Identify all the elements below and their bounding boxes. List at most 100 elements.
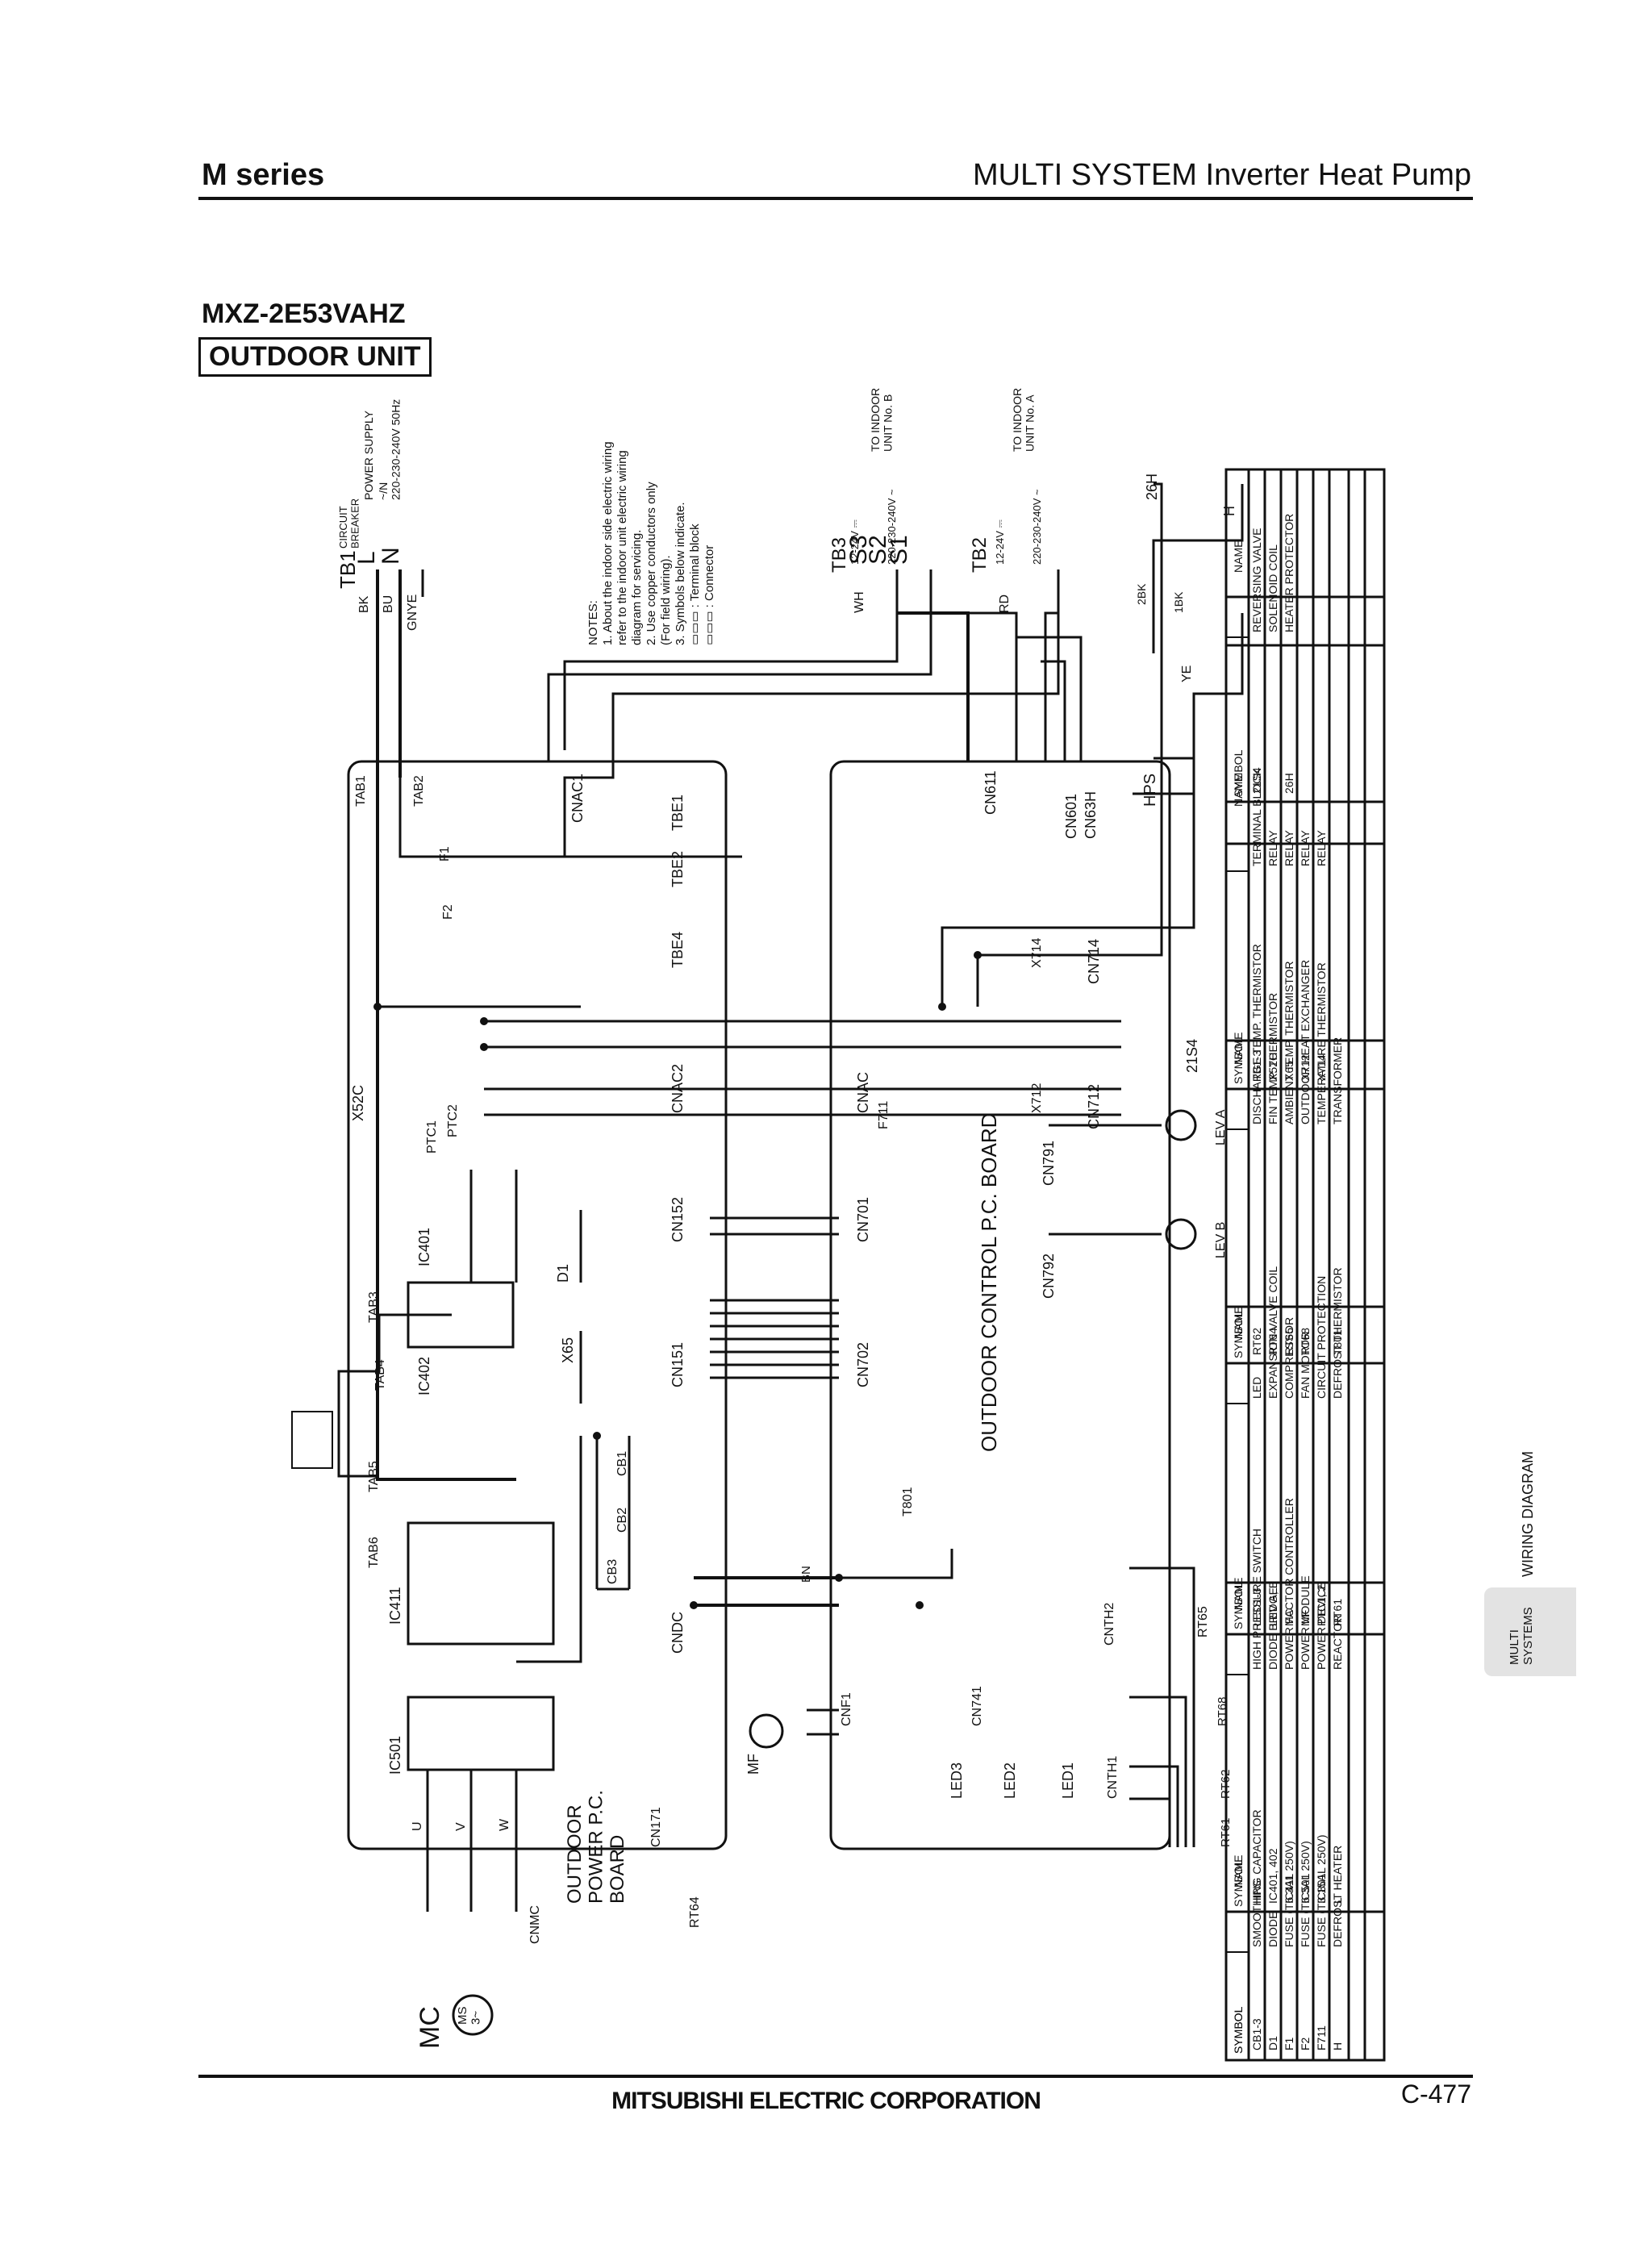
label-rt65: RT65 — [1196, 1606, 1210, 1637]
legend-name: POWER DEVICE — [1315, 1582, 1328, 1670]
note-line: 2. Use copper conductors only — [645, 482, 658, 645]
legend-name: HEATER PROTECTOR — [1283, 514, 1295, 632]
legend-name: RELAY — [1299, 829, 1312, 866]
indoor-b-ac: 220-230-240V ~ — [886, 489, 898, 565]
legend-symbol: IC411 — [1283, 1874, 1295, 1904]
label-ic402: IC402 — [416, 1357, 432, 1395]
note-line: 1. About the indoor side electric wiring — [601, 441, 615, 645]
legend-name: POWER MODULE — [1299, 1575, 1312, 1670]
footer-rule — [198, 2075, 1473, 2078]
note-line: 3. Symbols below indicate. — [674, 502, 687, 645]
legend-name: LED — [1250, 1377, 1263, 1399]
label-ic411: IC411 — [387, 1587, 403, 1625]
legend-name: DEFROST THERMISTOR — [1331, 1267, 1344, 1399]
legend-symbol: CB1-3 — [1250, 2018, 1263, 2050]
label-led1: LED1 — [1060, 1762, 1076, 1799]
power-board-title: POWER P.C. — [585, 1790, 607, 1904]
label-x52c: X52C — [350, 1085, 366, 1121]
label-cn741: CN741 — [970, 1686, 984, 1726]
label-tab4: TAB4 — [373, 1359, 387, 1391]
breaker-label: BREAKER — [348, 499, 361, 549]
legend-header-name: NAME — [1232, 1307, 1245, 1339]
label-cb1: CB1 — [615, 1451, 629, 1476]
legend-symbol: HPS — [1250, 1880, 1263, 1904]
label-bk: BK — [357, 595, 371, 613]
legend-name: EXPANSION VALVE COIL — [1266, 1266, 1279, 1399]
legend-symbol: IC501 — [1299, 1873, 1312, 1904]
label-l: L — [353, 551, 380, 565]
legend-name: TRANSFORMER — [1331, 1037, 1344, 1124]
legend-symbol: IC801 — [1315, 1873, 1328, 1904]
label-cn152: CN152 — [670, 1197, 686, 1242]
label-cnmc: CNMC — [528, 1905, 542, 1944]
model-number: MXZ-2E53VAHZ — [202, 298, 406, 329]
label-x714: X714 — [1030, 938, 1044, 968]
note-line: refer to the indoor unit electric wiring — [615, 450, 629, 645]
legend-header-name: NAME — [1232, 774, 1245, 807]
legend-symbol: MC — [1283, 1608, 1295, 1626]
power-board-outline — [347, 760, 728, 1850]
label-cn601: CN601 — [1063, 794, 1079, 839]
legend-name: POWER FACTOR CONTROLLER — [1283, 1498, 1295, 1670]
label-mc: MC — [415, 2006, 445, 2049]
label-gnye: GNYE — [406, 594, 419, 631]
legend-symbol: F1 — [1283, 2037, 1295, 2050]
control-board-title: OUTDOOR CONTROL P.C. BOARD — [977, 1113, 1001, 1452]
label-21s4: 21S4 — [1184, 1039, 1200, 1073]
legend-name: TEMPERATURE THERMISTOR — [1315, 962, 1328, 1124]
label-cn171: CN171 — [649, 1807, 663, 1847]
label-cnf1: CNF1 — [840, 1692, 853, 1726]
legend-name: REVERSING VALVE — [1250, 528, 1263, 632]
legend-symbol: T801 — [1331, 1329, 1344, 1355]
power-board-title: BOARD — [607, 1835, 628, 1904]
label-rt61: RT61 — [1219, 1818, 1233, 1847]
label-led2: LED2 — [1002, 1762, 1018, 1799]
label-d1: D1 — [555, 1264, 571, 1283]
indoor-b-label: TO INDOOR — [869, 388, 882, 452]
label-cb2: CB2 — [615, 1508, 629, 1533]
legend-header-name: NAME — [1232, 1578, 1245, 1610]
legend-name: DIODE BRIDGE — [1266, 1587, 1279, 1670]
legend-name: FUSE (T6.3AL 250V) — [1299, 1841, 1312, 1947]
section-tab[interactable]: MULTI SYSTEMS — [1484, 1587, 1576, 1676]
indoor-b-label: UNIT No. B — [881, 394, 894, 452]
label-tbe2: TBE2 — [670, 851, 686, 887]
label-x65: X65 — [560, 1337, 576, 1363]
legend-name: FIN TEMP. THERMISTOR — [1266, 993, 1279, 1124]
legend-header-symbol: SYMBOL — [1232, 2006, 1245, 2054]
legend-header-name: NAME — [1232, 1032, 1245, 1065]
legend-header-symbol: SYMBOL — [1232, 2006, 1245, 2054]
legend-name: DIODE — [1266, 1912, 1279, 1947]
legend-symbol: X52C — [1266, 1053, 1279, 1081]
label-x712: X712 — [1030, 1083, 1044, 1113]
legend-symbol: D1 — [1266, 2036, 1279, 2050]
indoor-a-label: UNIT No. A — [1023, 394, 1036, 452]
legend-symbol: L — [1331, 1897, 1344, 1904]
legend-symbol: RT68 — [1299, 1328, 1312, 1355]
legend-name: TERMINAL BLOCK — [1250, 768, 1263, 866]
legend-symbol: F2 — [1299, 2037, 1312, 2050]
label-s3: S3 — [845, 535, 872, 565]
legend-name: FAN MOTOR — [1299, 1332, 1312, 1399]
legend-name: DISCHARGE TEMP. THERMISTOR — [1250, 944, 1263, 1124]
label-wh: WH — [853, 591, 866, 613]
label-cn63h: CN63H — [1083, 791, 1099, 839]
label-v: V — [454, 1822, 468, 1831]
label-hps: HPS — [1141, 774, 1159, 807]
legend-symbol: RT62 — [1250, 1328, 1263, 1355]
label-cn712: CN712 — [1086, 1084, 1102, 1129]
label-h: H — [1221, 506, 1237, 516]
label-cn792: CN792 — [1041, 1254, 1057, 1299]
header-product: MULTI SYSTEM Inverter Heat Pump — [972, 158, 1471, 192]
legend-symbol: 26H — [1283, 773, 1295, 794]
label-cnth2: CNTH2 — [1103, 1603, 1116, 1646]
compressor-motor-icon — [452, 1994, 494, 2036]
legend-symbol: RT64 — [1266, 1328, 1279, 1355]
legend-symbol: X65 — [1283, 1061, 1295, 1081]
indoor-b-dc: 12-24V ⎓ — [849, 519, 861, 565]
legend-name: COMPRESSOR — [1283, 1317, 1295, 1399]
legend-symbol: RT65 — [1283, 1328, 1295, 1355]
label-ms-3-: MS — [456, 2007, 469, 2025]
